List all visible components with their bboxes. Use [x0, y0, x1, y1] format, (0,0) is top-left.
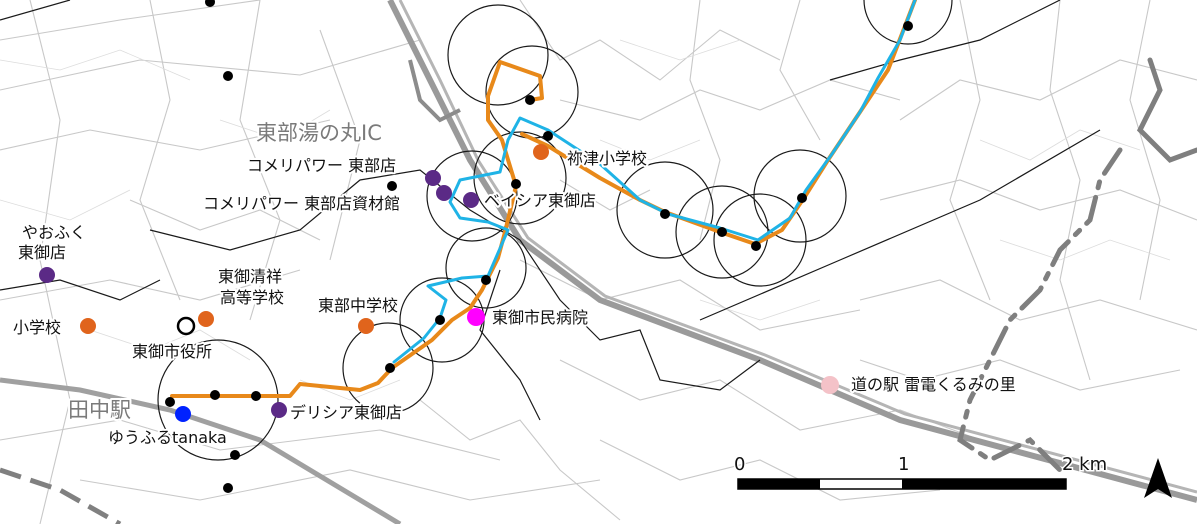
- bus-stop: [543, 131, 553, 141]
- store-marker-beisia[interactable]: [463, 192, 479, 208]
- poi-label-yufuru: ゆうふるtanaka: [108, 428, 227, 447]
- scale-bar-seg: [902, 479, 1066, 489]
- poi-label-yaofuku-1: やおふく: [22, 223, 86, 242]
- bus-stop: [903, 21, 913, 31]
- mountain-road: [957, 57, 1197, 473]
- bus-stop: [797, 193, 807, 203]
- scale-label-2: 2 km: [1062, 454, 1107, 475]
- store-marker-komeri-2[interactable]: [436, 185, 452, 201]
- poi-label-michinoeki: 道の駅 雷電くるみの里: [851, 375, 1016, 394]
- poi-label-tomi-seisho-2: 高等学校: [220, 288, 284, 307]
- poi-label-hospital: 東御市民病院: [492, 308, 588, 327]
- facility-marker-yufuru[interactable]: [175, 406, 191, 422]
- poi-markers[interactable]: [39, 144, 839, 422]
- bus-stop: [751, 241, 761, 251]
- scale-bar: 0 1 2 km: [733, 453, 1109, 490]
- poi-label-komeri-2: コメリパワー 東部店資材館: [203, 194, 400, 213]
- poi-label-komeri-1: コメリパワー 東部店: [247, 156, 396, 175]
- route-blue: [392, 0, 917, 364]
- poi-label-delicia: デリシア東御店: [290, 403, 402, 422]
- bus-stop: [717, 227, 727, 237]
- school-marker-tomi-seisho[interactable]: [198, 311, 214, 327]
- bus-stops: [165, 0, 913, 493]
- bus-stop: [481, 275, 491, 285]
- bus-stop: [205, 0, 215, 7]
- store-marker-delicia[interactable]: [271, 402, 287, 418]
- poi-label-yaofuku-2: 東御店: [18, 243, 66, 262]
- bus-stop: [387, 181, 397, 191]
- scale-label-0: 0: [734, 454, 745, 475]
- bus-stop: [223, 71, 233, 81]
- bus-stop: [223, 483, 233, 493]
- poi-label-tomi-seisho-1: 東御清祥: [218, 267, 282, 286]
- poi-label-negatsu: 祢津小学校: [567, 149, 647, 168]
- admin-boundaries: [0, 0, 1101, 421]
- bus-stop: [385, 363, 395, 373]
- poi-label-tobu-jhs: 東部中学校: [318, 296, 398, 315]
- scale-bar-seg: [738, 479, 820, 489]
- store-marker-komeri-1[interactable]: [425, 170, 441, 186]
- bus-stop: [210, 390, 220, 400]
- bus-stop: [230, 450, 240, 460]
- road-network-fine: [0, 39, 1171, 401]
- interchange-label: 東部湯の丸IC: [256, 121, 382, 145]
- bus-stop: [435, 315, 445, 325]
- poi-label-left-es: 小学校: [13, 318, 61, 337]
- north-arrow-icon: [1144, 458, 1172, 498]
- poi-label-beisia: ベイシア東御店: [484, 191, 596, 210]
- school-marker-negatsu[interactable]: [533, 144, 549, 160]
- bus-stop: [165, 397, 175, 407]
- scale-label-1: 1: [898, 454, 909, 475]
- poi-labels: コメリパワー 東部店 コメリパワー 東部店資材館 ベイシア東御店 やおふく 東御…: [11, 147, 1018, 449]
- bus-stop: [251, 391, 261, 401]
- bus-stop: [660, 209, 670, 219]
- city-hall-marker[interactable]: [176, 316, 196, 336]
- bus-stop: [511, 179, 521, 189]
- bus-stop: [525, 95, 535, 105]
- station-label: 田中駅: [68, 398, 131, 422]
- school-marker-left[interactable]: [80, 318, 96, 334]
- school-marker-tobu-jhs[interactable]: [358, 318, 374, 334]
- poi-label-city-hall: 東御市役所: [132, 342, 212, 361]
- hospital-marker[interactable]: [467, 308, 485, 326]
- store-marker-yaofuku[interactable]: [39, 267, 55, 283]
- facility-marker-michinoeki[interactable]: [821, 376, 839, 394]
